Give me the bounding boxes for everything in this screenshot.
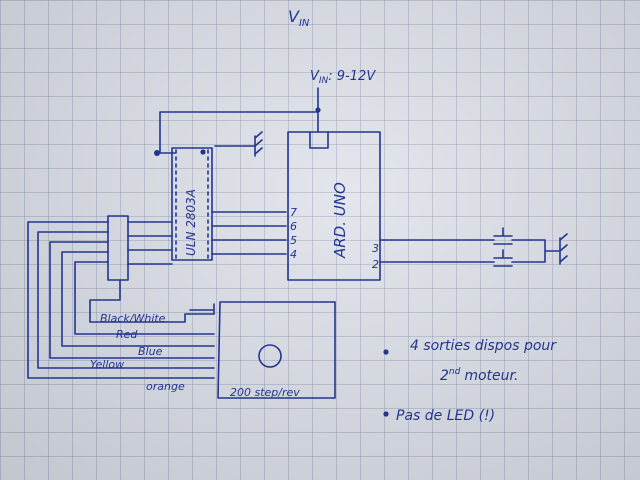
- wire-label-blue: Blue: [138, 345, 163, 358]
- wire-connector-block: [107, 215, 129, 281]
- motor-wires: [27, 221, 215, 379]
- supply-label: VIN: 9-12V: [310, 69, 376, 86]
- push-button-2: [493, 249, 513, 267]
- vin-terminal: [309, 131, 329, 149]
- wire-label-red: Red: [116, 328, 138, 341]
- ic-to-connector-wires: [127, 221, 173, 265]
- arduino-pin-5: 5: [290, 234, 297, 247]
- motor-shaft-icon: [258, 344, 282, 368]
- ground-symbol-top: [214, 131, 263, 157]
- ic-junction: [200, 149, 206, 155]
- note-bullet-1: [383, 349, 389, 355]
- wire-label-yellow: Yellow: [90, 358, 124, 371]
- arduino-pin-2: 2: [372, 258, 379, 271]
- wire-label-black-white: Black/White: [100, 312, 166, 325]
- arduino-label: ARD. UNO: [331, 182, 349, 259]
- note-2: Pas de LED (!): [396, 408, 495, 424]
- motor-common-wire: [189, 303, 215, 315]
- arduino-pin-4: 4: [290, 248, 297, 261]
- supply-wire: [159, 87, 319, 153]
- arduino-pin-6: 6: [290, 220, 297, 233]
- page-title: VIN: [288, 7, 310, 29]
- supply-junction: [315, 107, 321, 113]
- note-1-line-1: 4 sorties dispos pour: [410, 338, 557, 354]
- driver-ic-body: [171, 147, 213, 261]
- driver-ic-label: ULN 2803A: [184, 189, 198, 256]
- motor-label: 200 step/rev: [230, 386, 300, 399]
- arduino-body: [287, 131, 381, 281]
- note-bullet-2: [383, 411, 389, 417]
- switch-ground: [511, 233, 568, 265]
- arduino-pin-7: 7: [290, 206, 297, 219]
- ic-to-arduino-wires: [211, 211, 287, 255]
- arduino-to-switch-wires: [379, 239, 495, 263]
- arduino-pin-3: 3: [372, 242, 379, 255]
- wire-label-orange: orange: [146, 380, 185, 393]
- push-button-1: [493, 227, 513, 245]
- motor-body: [217, 301, 336, 399]
